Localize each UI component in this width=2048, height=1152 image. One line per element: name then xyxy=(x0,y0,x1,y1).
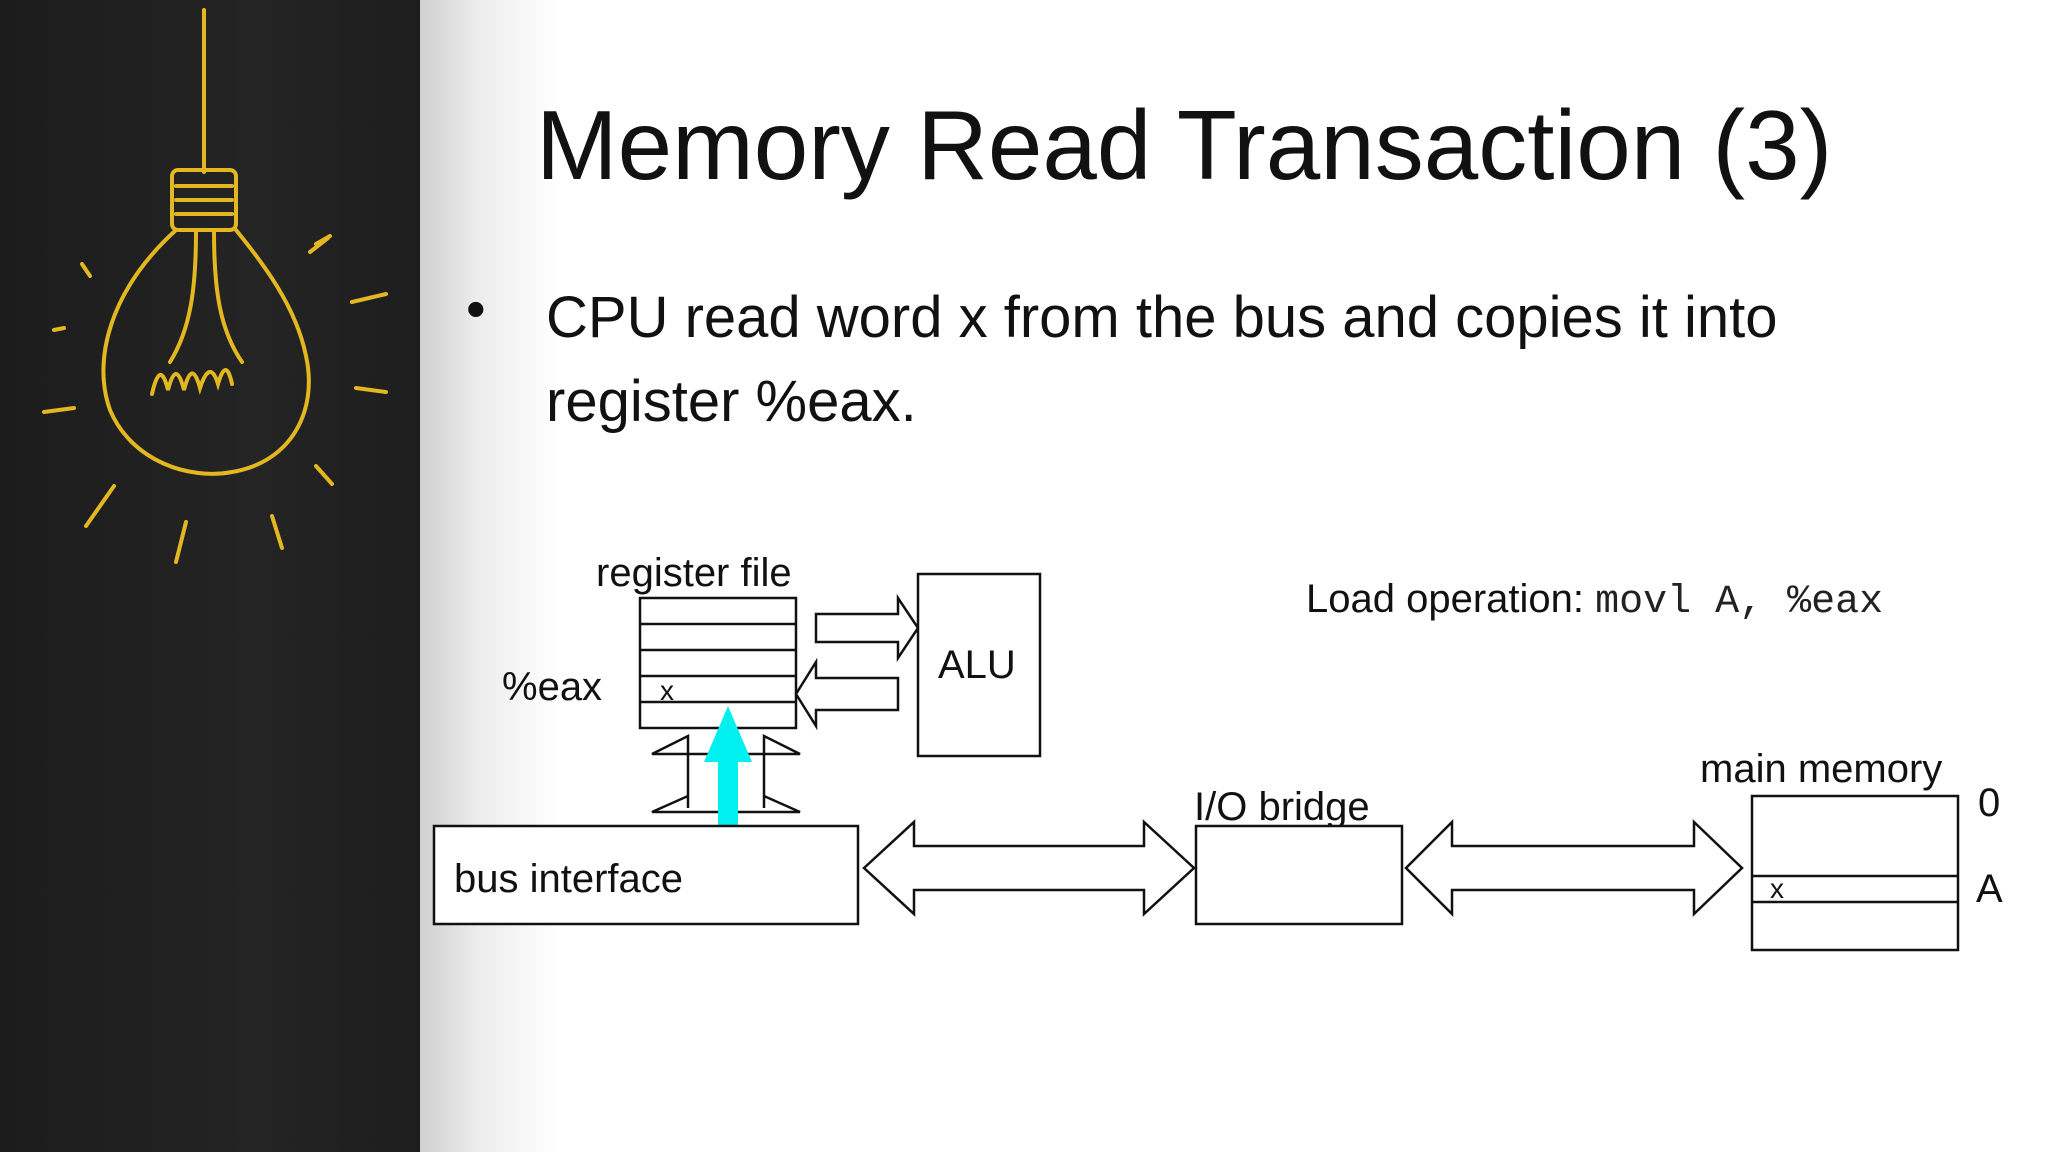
alu-box xyxy=(916,572,1042,758)
load-operation-prefix: Load operation: xyxy=(1306,577,1595,621)
address-a-label: A xyxy=(1976,867,2003,911)
address-zero-label: 0 xyxy=(1978,781,2000,825)
bus-interface-box xyxy=(432,824,860,926)
sidebar-shadow xyxy=(420,0,560,1152)
memory-value: x xyxy=(1770,873,1784,904)
load-operation-caption: Load operation: movl A, %eax xyxy=(1306,577,1883,625)
from-alu-arrow xyxy=(794,657,900,731)
io-bridge-box xyxy=(1194,824,1404,926)
main-memory xyxy=(1750,794,1960,952)
system-bus-arrow xyxy=(862,819,1196,917)
bullet-marker: • xyxy=(466,277,486,340)
bullet-text: CPU read word x from the bus and copies … xyxy=(546,285,1778,434)
eax-label: %eax xyxy=(502,665,602,709)
main-memory-label: main memory xyxy=(1700,747,1942,791)
highlight-up-arrow xyxy=(704,706,752,830)
lightbulb-icon xyxy=(42,8,388,564)
load-operation-code: movl A, %eax xyxy=(1595,580,1883,625)
io-bridge-label: I/O bridge xyxy=(1194,785,1370,829)
register-file-label: register file xyxy=(596,551,792,595)
decorative-sidebar xyxy=(0,0,428,1152)
slide-title: Memory Read Transaction (3) xyxy=(536,90,1833,200)
to-alu-arrow xyxy=(814,593,920,663)
register-value: x xyxy=(660,675,674,706)
memory-bus-arrow xyxy=(1404,818,1744,918)
alu-label: ALU xyxy=(938,643,1016,687)
bus-interface-label: bus interface xyxy=(454,857,683,901)
register-file xyxy=(638,596,798,730)
